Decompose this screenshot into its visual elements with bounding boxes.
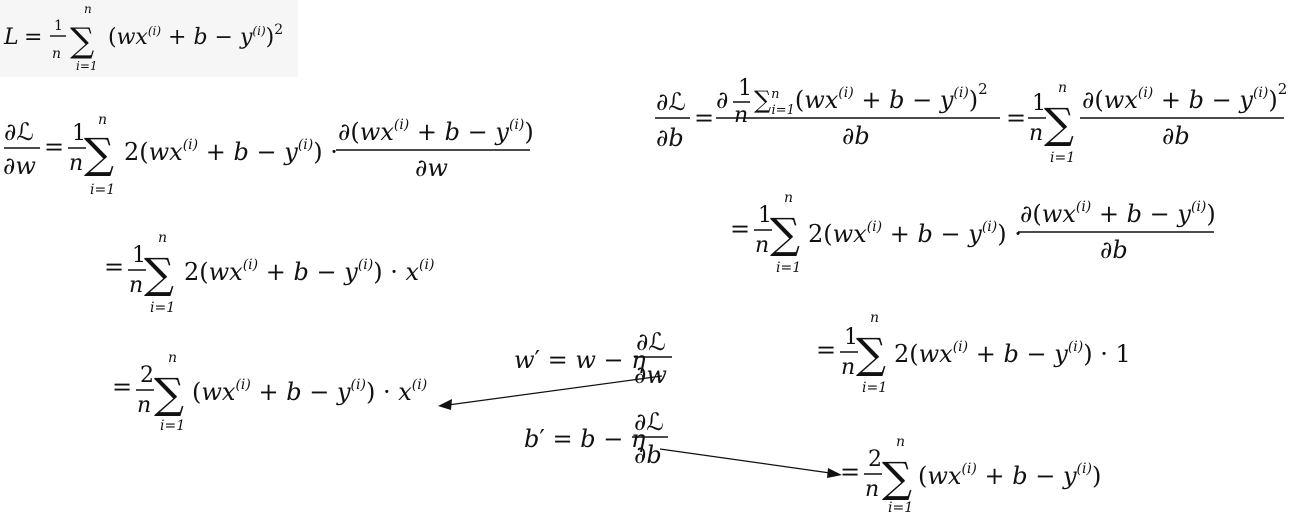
gradient-w-result: (wx(i) + b − y(i)) · x(i) — [192, 377, 427, 406]
sum-symbol: ∑ — [70, 21, 94, 61]
sum-symbol: ∑ — [770, 209, 800, 258]
partial-b-denominator: ∂b — [842, 122, 870, 150]
sum-lower-limit: i=1 — [776, 260, 801, 276]
fraction-denominator: n — [69, 151, 83, 176]
equals-sign: = — [24, 25, 42, 50]
fraction-numerator: 1 — [738, 76, 752, 101]
fraction-numerator: 1 — [758, 203, 772, 228]
loss-formula-background — [0, 0, 298, 77]
sum-lower-limit: i=1 — [150, 300, 175, 316]
partial-L-numerator: ∂ℒ — [656, 88, 686, 116]
equals-sign: = — [104, 253, 124, 281]
loss-formula: L = 1 n n ∑ i=1 (wx(i) + b − y(i))2 — [3, 2, 283, 73]
partial-L-numerator: ∂ℒ — [634, 408, 664, 436]
sum-upper-limit: n — [1058, 80, 1067, 96]
fraction-numerator: 1 — [72, 121, 86, 146]
sum-upper-limit: n — [168, 350, 177, 366]
fraction-denominator: n — [52, 46, 61, 62]
sum-lower-limit: i=1 — [888, 500, 913, 515]
dw-derivation-step-2: = 1 n n ∑ i=1 2(wx(i) + b − y(i)) · x(i) — [104, 230, 434, 316]
fraction-numerator: 2 — [868, 447, 882, 472]
squared-derivative-numerator: ∂(wx(i) + b − y(i))2 — [1082, 80, 1287, 114]
sum-upper-limit: n — [896, 434, 905, 450]
equals-sign: = — [694, 104, 714, 132]
loss-expression: (wx(i) + b − y(i))2 — [108, 22, 283, 50]
sum-lower-limit: i=1 — [1050, 150, 1075, 166]
dw-derivation-step-1: ∂ℒ ∂w = 1 n n ∑ i=1 2(wx(i) + b − y(i)) … — [3, 112, 534, 198]
db-derivation-step-3: = 1 n n ∑ i=1 2(wx(i) + b − y(i)) · 1 — [816, 310, 1131, 396]
sum-lower-limit: i=1 — [862, 380, 887, 396]
fraction-denominator: n — [137, 393, 151, 418]
inner-derivative-denominator: ∂b — [1100, 236, 1128, 264]
sum-symbol: ∑ — [882, 453, 912, 502]
partial-L-numerator: ∂ℒ — [636, 328, 666, 356]
inner-derivative-numerator: ∂(wx(i) + b − y(i)) — [338, 117, 534, 146]
fraction-numerator: 1 — [844, 325, 858, 350]
db-derivation-step-2: = 1 n n ∑ i=1 2(wx(i) + b − y(i)) · ∂(wx… — [730, 190, 1216, 276]
equals-sign: = — [816, 336, 836, 364]
equals-sign: = — [44, 133, 64, 161]
sum-symbol: ∑ — [856, 329, 886, 378]
partial-b-denominator: ∂b — [656, 124, 684, 152]
equals-sign: = — [840, 458, 860, 486]
w-update-lhs: w′ = w − η — [514, 346, 646, 374]
fraction-denominator: n — [129, 273, 143, 298]
residual-times-x: 2(wx(i) + b − y(i)) · x(i) — [184, 257, 434, 286]
equals-sign: = — [730, 215, 750, 243]
fraction-denominator: n — [1029, 121, 1043, 146]
sum-symbol: ∑ — [1044, 99, 1074, 148]
dw-derivation-step-3: = 2 n n ∑ i=1 (wx(i) + b − y(i)) · x(i) — [112, 350, 427, 434]
sum-upper-limit: n — [98, 112, 107, 128]
fraction-numerator: 2 — [140, 363, 154, 388]
fraction-numerator: 1 — [132, 243, 146, 268]
partial-b-denominator: ∂b — [634, 441, 662, 469]
inner-derivative-denominator: ∂w — [415, 154, 448, 182]
fraction-numerator: 1 — [54, 18, 63, 34]
sum-upper-limit: n — [158, 230, 167, 246]
partial-w-denominator: ∂w — [634, 361, 667, 389]
b-update-lhs: b′ = b − η — [524, 425, 646, 453]
sum-upper-limit: n — [870, 310, 879, 326]
arrow-w-update — [438, 375, 663, 410]
partial-b-denominator: ∂b — [1162, 122, 1190, 150]
sum-symbol: ∑ — [154, 369, 184, 418]
loss-symbol: L — [3, 25, 19, 50]
update-rule-b: b′ = b − η ∂ℒ ∂b — [524, 408, 668, 469]
residual-term: 2(wx(i) + b − y(i)) · — [124, 137, 338, 166]
arrow-b-update — [659, 448, 842, 478]
residual-term: 2(wx(i) + b − y(i)) · — [808, 219, 1022, 248]
fraction-denominator: n — [865, 477, 879, 502]
sum-lower-limit: i=1 — [160, 418, 185, 434]
update-rule-w: w′ = w − η ∂ℒ ∂w — [514, 328, 672, 389]
loss-derivative-numerator: ∂ — [716, 86, 728, 114]
fraction-numerator: 1 — [1032, 91, 1046, 116]
inner-derivative-numerator: ∂(wx(i) + b − y(i)) — [1020, 199, 1216, 228]
gradient-b-result: (wx(i) + b − y(i)) — [918, 461, 1101, 490]
equals-sign: = — [112, 373, 132, 401]
db-derivation-step-4: = 2 n n ∑ i=1 (wx(i) + b − y(i)) — [840, 434, 1101, 515]
fraction-denominator: n — [755, 233, 769, 258]
residual-times-one: 2(wx(i) + b − y(i)) · 1 — [894, 339, 1131, 368]
equals-sign: = — [1006, 104, 1026, 132]
sum-lower-limit: i=1 — [90, 182, 115, 198]
sum-symbol: ∑ — [84, 129, 114, 178]
sum-lower-limit: i=1 — [76, 59, 98, 73]
fraction-denominator: n — [841, 355, 855, 380]
fraction-denominator: n — [734, 103, 748, 128]
partial-L-numerator: ∂ℒ — [4, 118, 34, 146]
sum-symbol: ∑ — [144, 249, 174, 298]
sum-upper-limit: n — [784, 190, 793, 206]
partial-w-denominator: ∂w — [3, 152, 36, 180]
sum-upper-limit: n — [84, 2, 92, 16]
